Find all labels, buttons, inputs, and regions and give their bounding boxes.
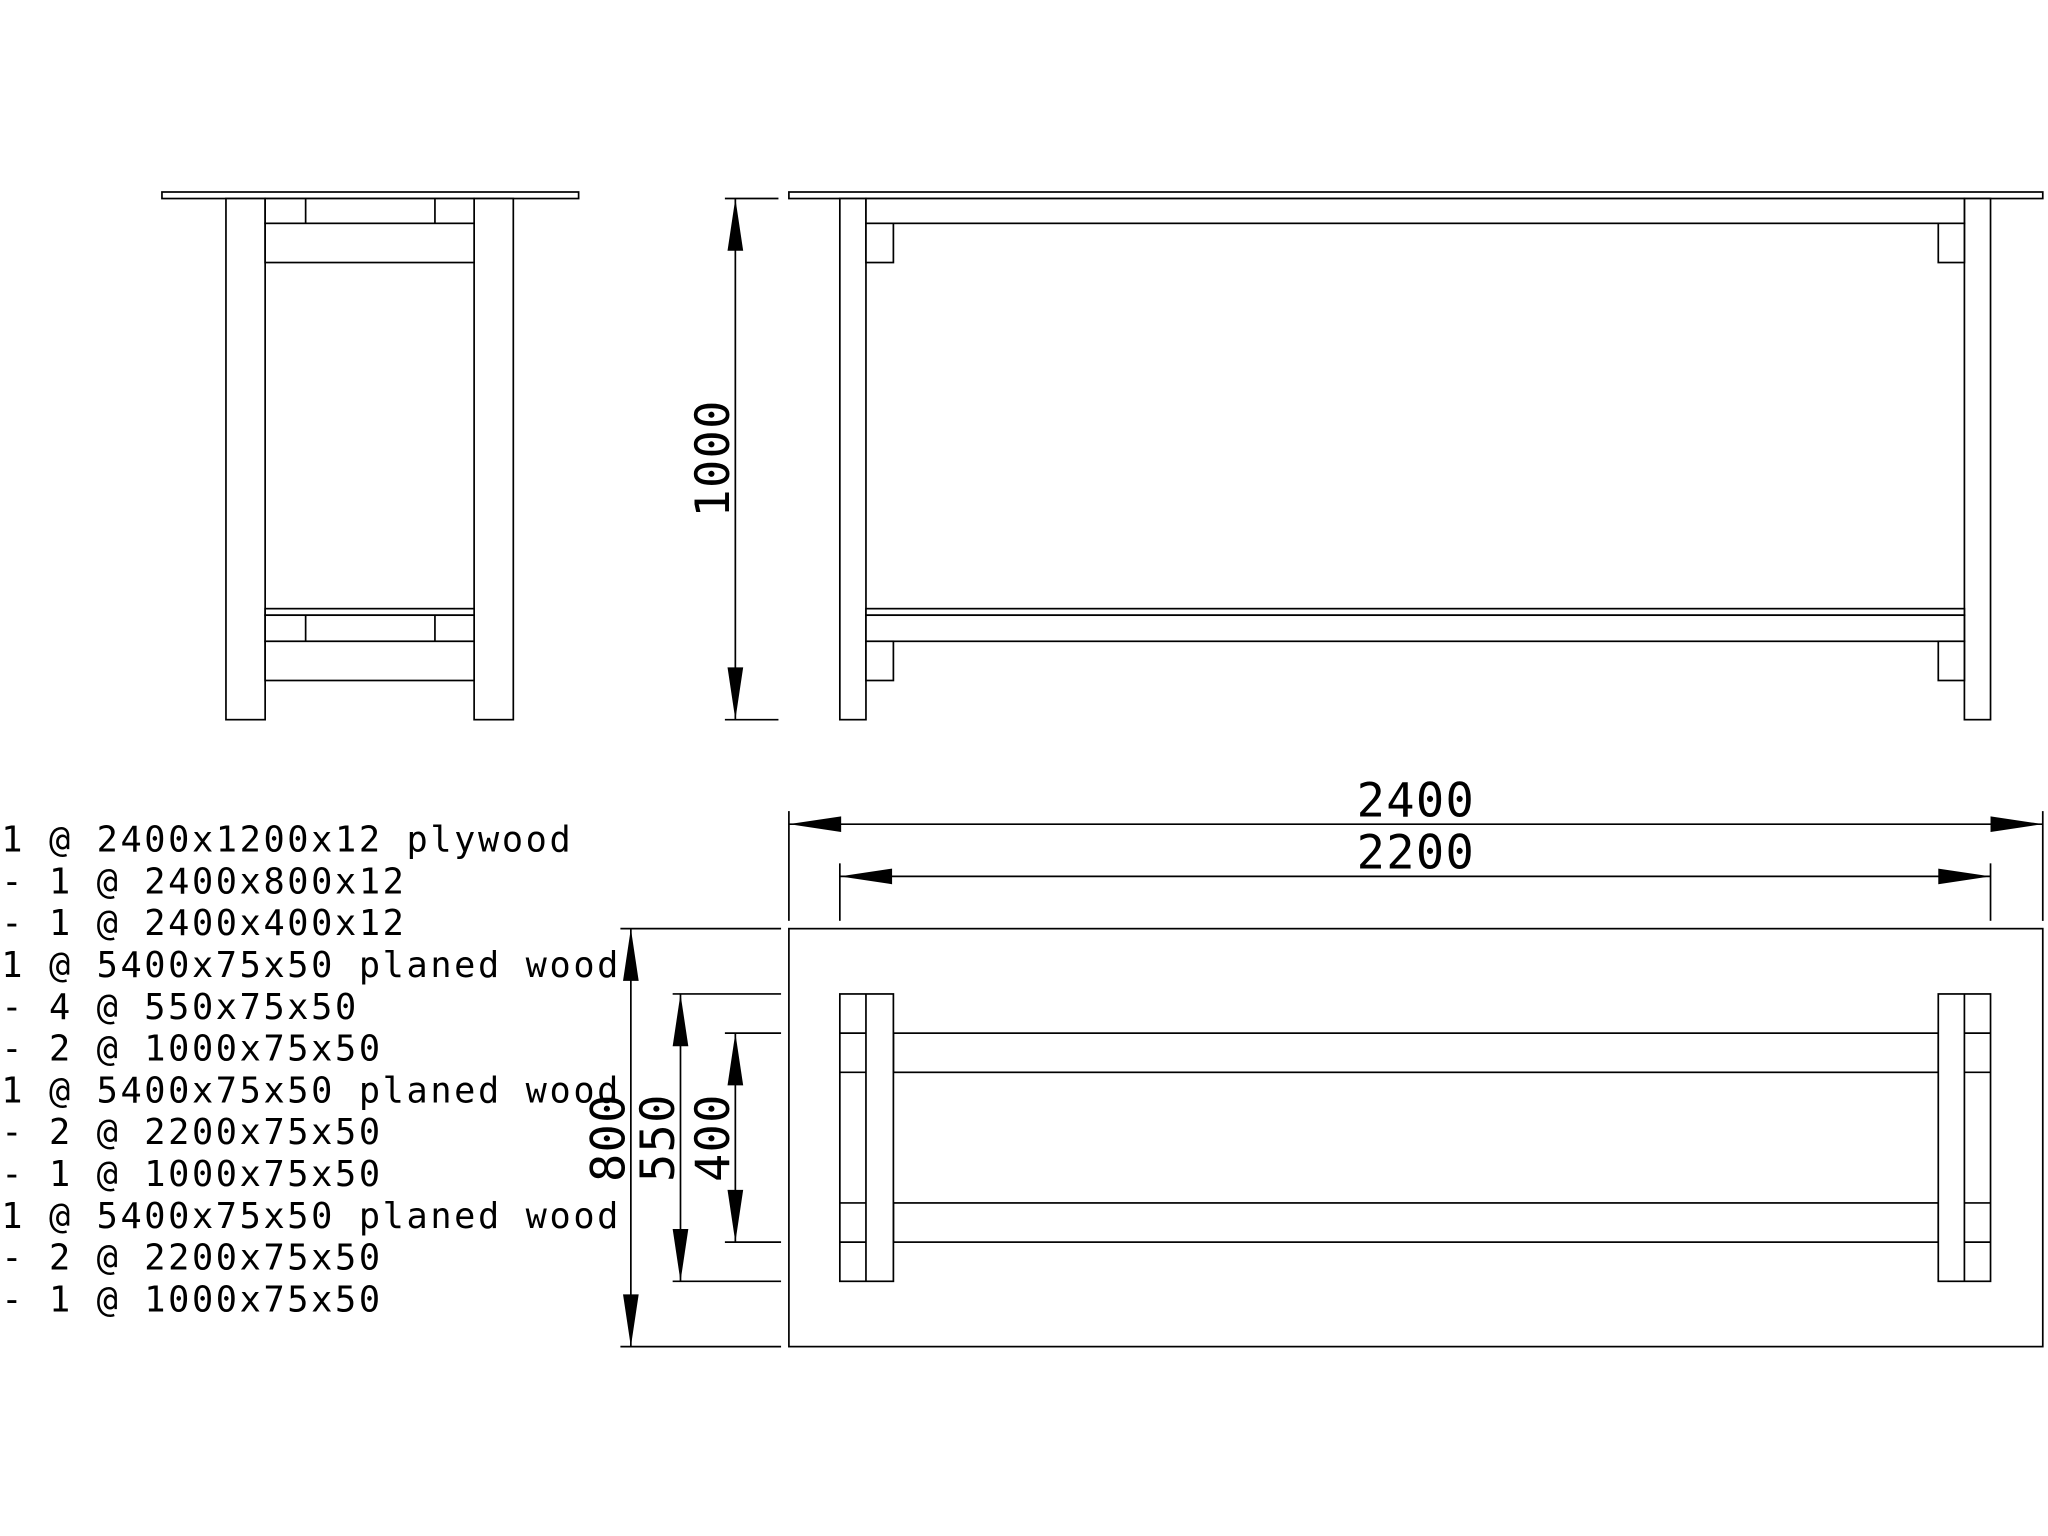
side-top-rail <box>264 222 475 264</box>
plan-view <box>788 927 2044 1348</box>
inner-length-label: 2200 <box>1357 826 1475 881</box>
depth-dimensions: 800 550 400 <box>581 927 782 1348</box>
leg-span-label: 550 <box>631 1093 686 1182</box>
cut-list-item: - 1 @ 2400x400x12 <box>1 903 406 944</box>
side-view <box>161 191 580 721</box>
side-bottom-rail <box>264 640 475 682</box>
front-apron <box>865 197 1966 225</box>
cut-list-item: 1 @ 2400x1200x12 plywood <box>1 820 573 861</box>
cut-list-item: - 1 @ 2400x800x12 <box>1 861 406 902</box>
cut-list-item: 1 @ 5400x75x50 planed wood <box>1 1070 621 1111</box>
height-dimension-label: 1000 <box>686 399 741 517</box>
cut-list-item: 1 @ 5400x75x50 planed wood <box>1 1196 621 1237</box>
side-shelf <box>264 607 475 617</box>
side-bottom-blocks <box>264 614 475 643</box>
cut-list-item: - 2 @ 1000x75x50 <box>1 1029 382 1070</box>
plan-rail-back <box>892 1202 1940 1243</box>
side-tabletop <box>161 191 580 200</box>
cut-list-item: - 2 @ 2200x75x50 <box>1 1238 382 1279</box>
side-top-blocks <box>264 197 475 225</box>
cut-list: 1 @ 2400x1200x12 plywood - 1 @ 2400x800x… <box>1 820 621 1321</box>
overall-length-label: 2400 <box>1357 773 1475 828</box>
front-leg-right <box>1963 197 1992 721</box>
front-block-br <box>1937 640 1966 682</box>
length-dimensions: 2400 2200 <box>788 773 2044 921</box>
front-shelf <box>865 607 1966 617</box>
plan-rail-front <box>892 1032 1940 1074</box>
front-tabletop <box>788 191 2044 200</box>
cut-list-item: - 1 @ 1000x75x50 <box>1 1154 382 1195</box>
front-view <box>788 191 2044 721</box>
front-block-tl <box>865 222 895 264</box>
front-bottom-rail <box>865 614 1966 643</box>
front-block-tr <box>1937 222 1966 264</box>
cut-list-item: - 4 @ 550x75x50 <box>1 987 359 1028</box>
cut-list-item: - 1 @ 1000x75x50 <box>1 1279 382 1320</box>
cut-list-item: - 2 @ 2200x75x50 <box>1 1112 382 1153</box>
rail-span-label: 400 <box>686 1093 741 1182</box>
plan-tabletop <box>788 927 2044 1348</box>
side-leg-left <box>225 197 266 721</box>
cut-list-item: 1 @ 5400x75x50 planed wood <box>1 945 621 986</box>
plan-leg-frame-right <box>1937 993 1992 1283</box>
plan-leg-frame-left <box>838 993 895 1283</box>
front-block-bl <box>865 640 895 682</box>
height-dimension: 1000 <box>686 197 779 721</box>
side-leg-right <box>473 197 515 721</box>
overall-depth-label: 800 <box>581 1093 636 1182</box>
front-leg-left <box>838 197 867 721</box>
